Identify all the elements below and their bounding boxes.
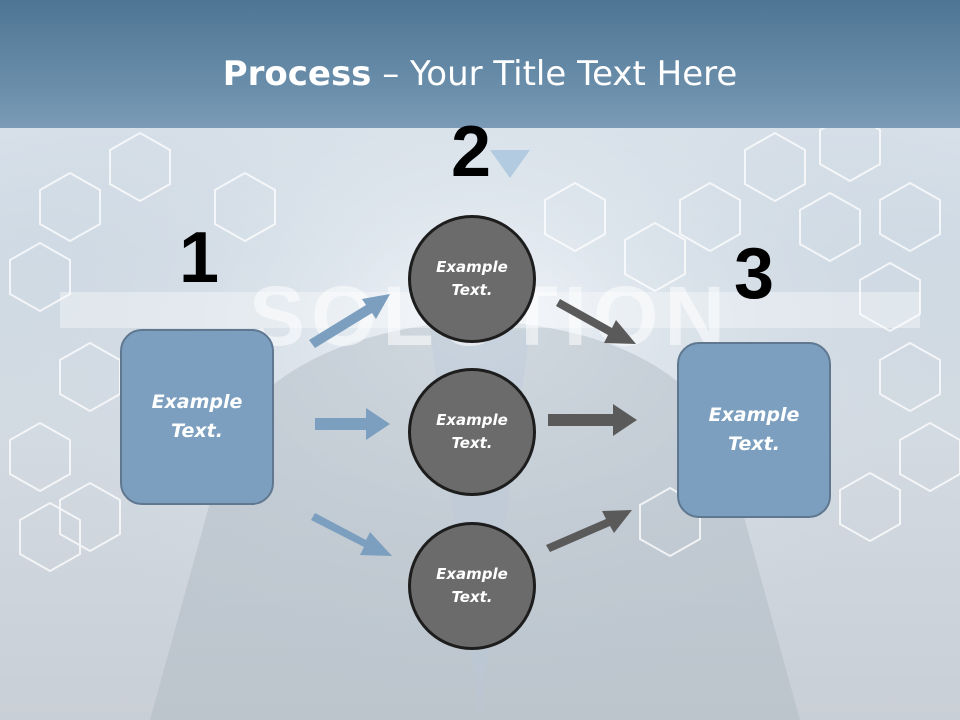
title-rest: – Your Title Text Here (371, 54, 738, 94)
arrow-middle-to-3 (548, 404, 637, 436)
arrow-1-to-top (309, 294, 390, 348)
arrow-bottom-to-3 (546, 510, 632, 552)
step-2-middle-text: Example Text. (436, 411, 508, 452)
arrow-top-to-3 (556, 299, 636, 344)
step-2-bottom-text: Example Text. (436, 565, 508, 606)
title-band (0, 0, 960, 128)
arrow-1-to-bottom (311, 513, 392, 556)
step-3-text: Example Text. (708, 404, 800, 455)
step-number-2: 2 (450, 112, 492, 192)
step-number-1: 1 (178, 218, 220, 298)
step-1-box[interactable]: Example Text. (120, 329, 274, 505)
step-2-circle-bottom[interactable]: Example Text. (408, 522, 536, 650)
step-3-box[interactable]: Example Text. (677, 342, 831, 518)
step-2-circle-middle[interactable]: Example Text. (408, 368, 536, 496)
step-2-circle-top[interactable]: Example Text. (408, 215, 536, 343)
title-bold: Process (222, 54, 372, 94)
arrow-1-to-middle (315, 408, 390, 440)
slide-title[interactable]: Process – Your Title Text Here (0, 52, 960, 96)
step-1-text: Example Text. (151, 391, 243, 442)
step-2-top-text: Example Text. (436, 258, 508, 299)
step-number-3: 3 (733, 234, 775, 314)
